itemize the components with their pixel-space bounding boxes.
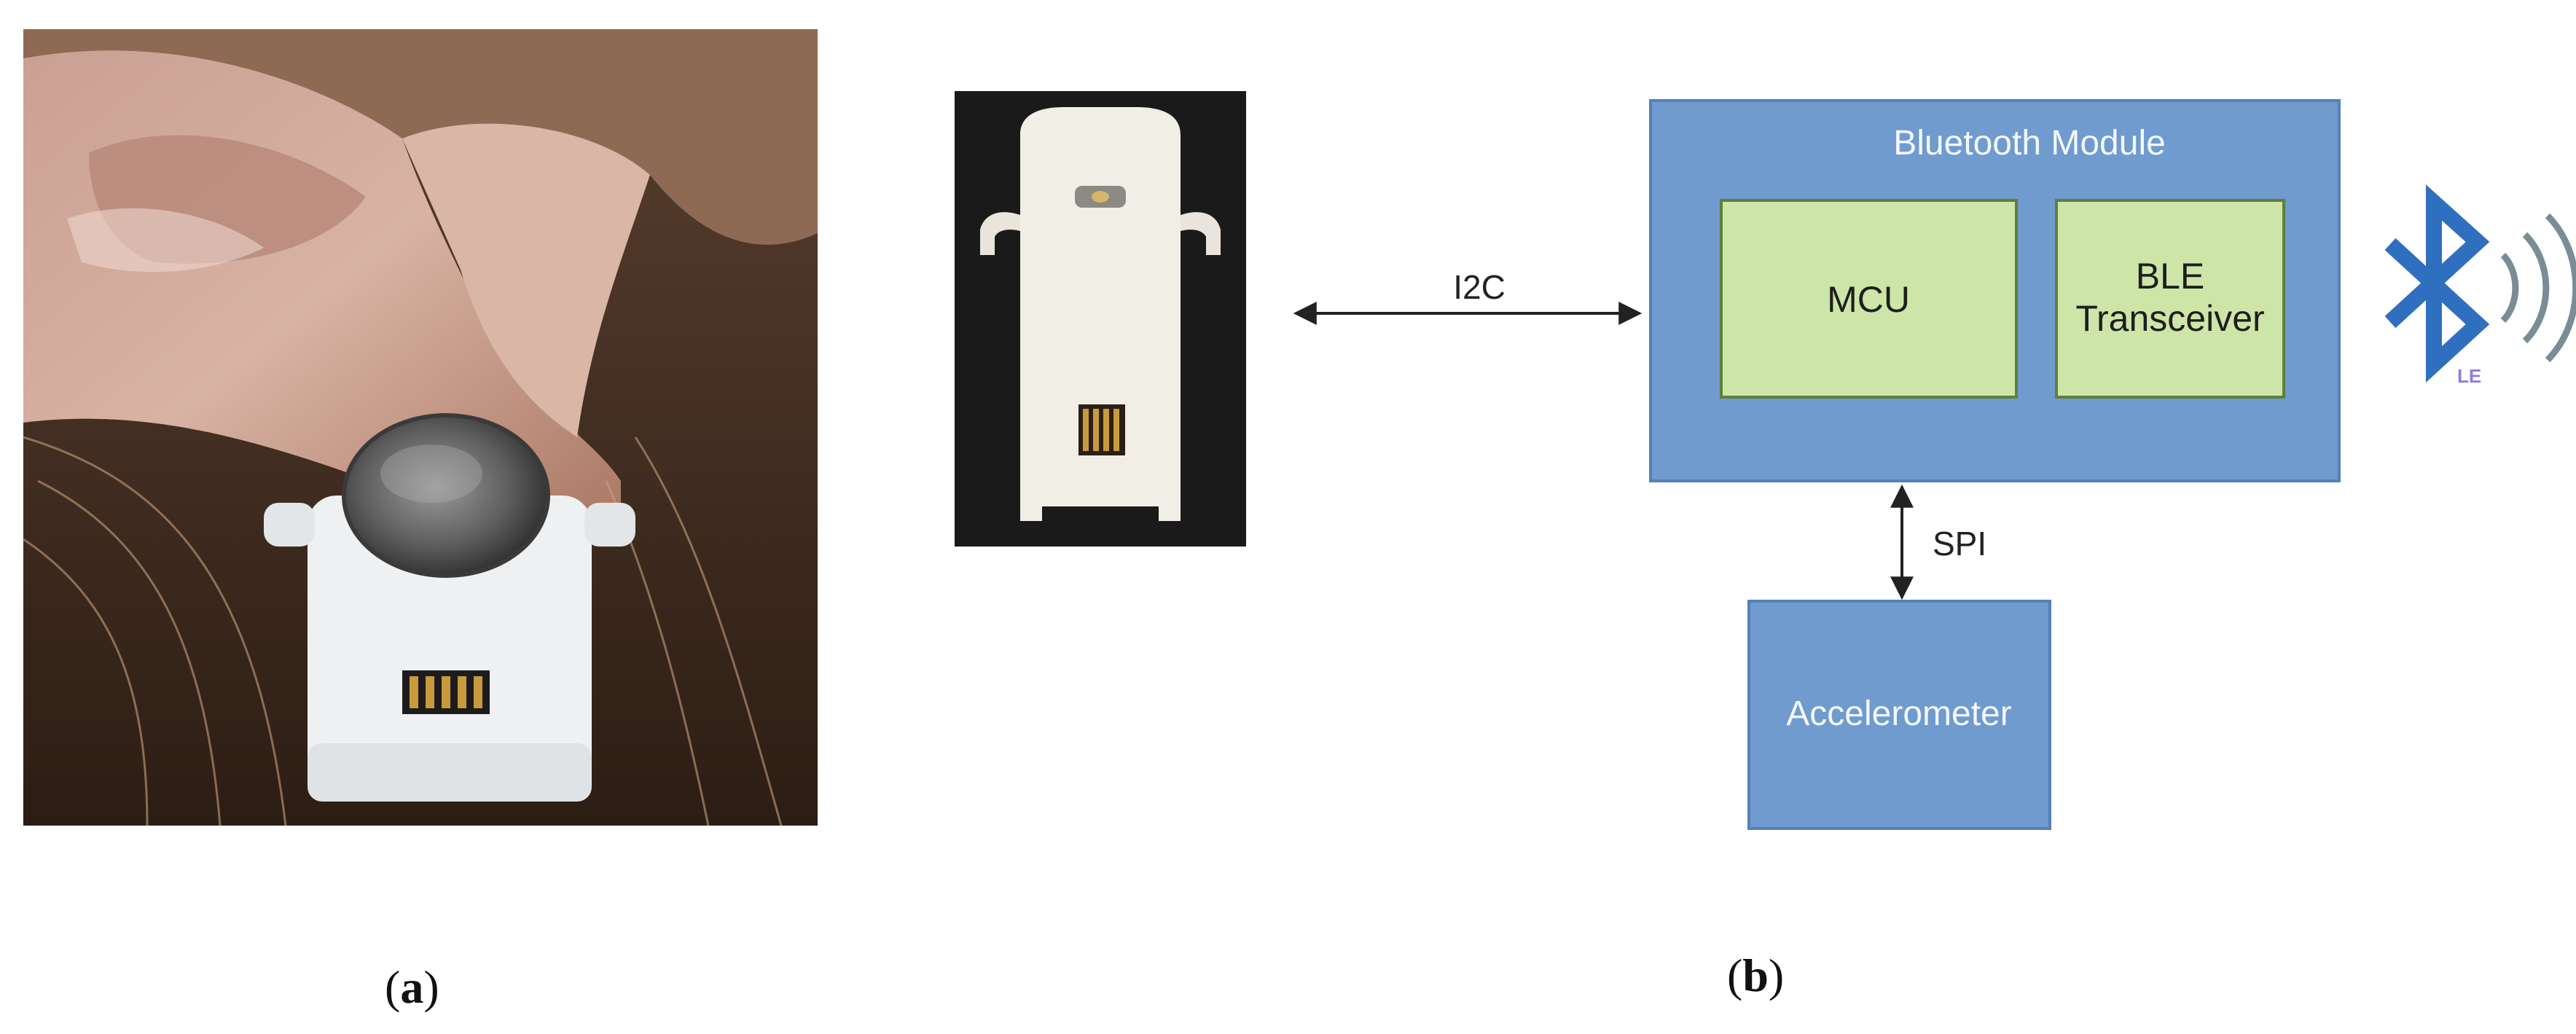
caption-b: (b) bbox=[1727, 949, 1785, 1001]
ble-label-line1: BLE bbox=[2136, 256, 2205, 297]
accelerometer-box bbox=[1747, 600, 2051, 830]
spi-label: SPI bbox=[1933, 525, 1986, 563]
le-badge: LE bbox=[2457, 365, 2481, 387]
mcu-label: MCU bbox=[1827, 279, 1910, 320]
bluetooth-module-title: Bluetooth Module bbox=[1893, 124, 2166, 162]
device-photo bbox=[955, 91, 1246, 547]
ear-device-photo bbox=[23, 29, 818, 826]
block-diagram: I2C Bluetooth Module MCU BLE Transceiver… bbox=[1293, 99, 2576, 830]
caption-a: (a) bbox=[385, 961, 439, 1013]
mcu-box bbox=[1720, 199, 2018, 399]
ble-transceiver-box bbox=[2055, 199, 2285, 399]
accelerometer-label: Accelerometer bbox=[1786, 694, 2011, 733]
ble-label-line2: Transceiver bbox=[2075, 298, 2264, 339]
i2c-label: I2C bbox=[1453, 268, 1506, 306]
bluetooth-le-icon: LE bbox=[2384, 184, 2576, 387]
